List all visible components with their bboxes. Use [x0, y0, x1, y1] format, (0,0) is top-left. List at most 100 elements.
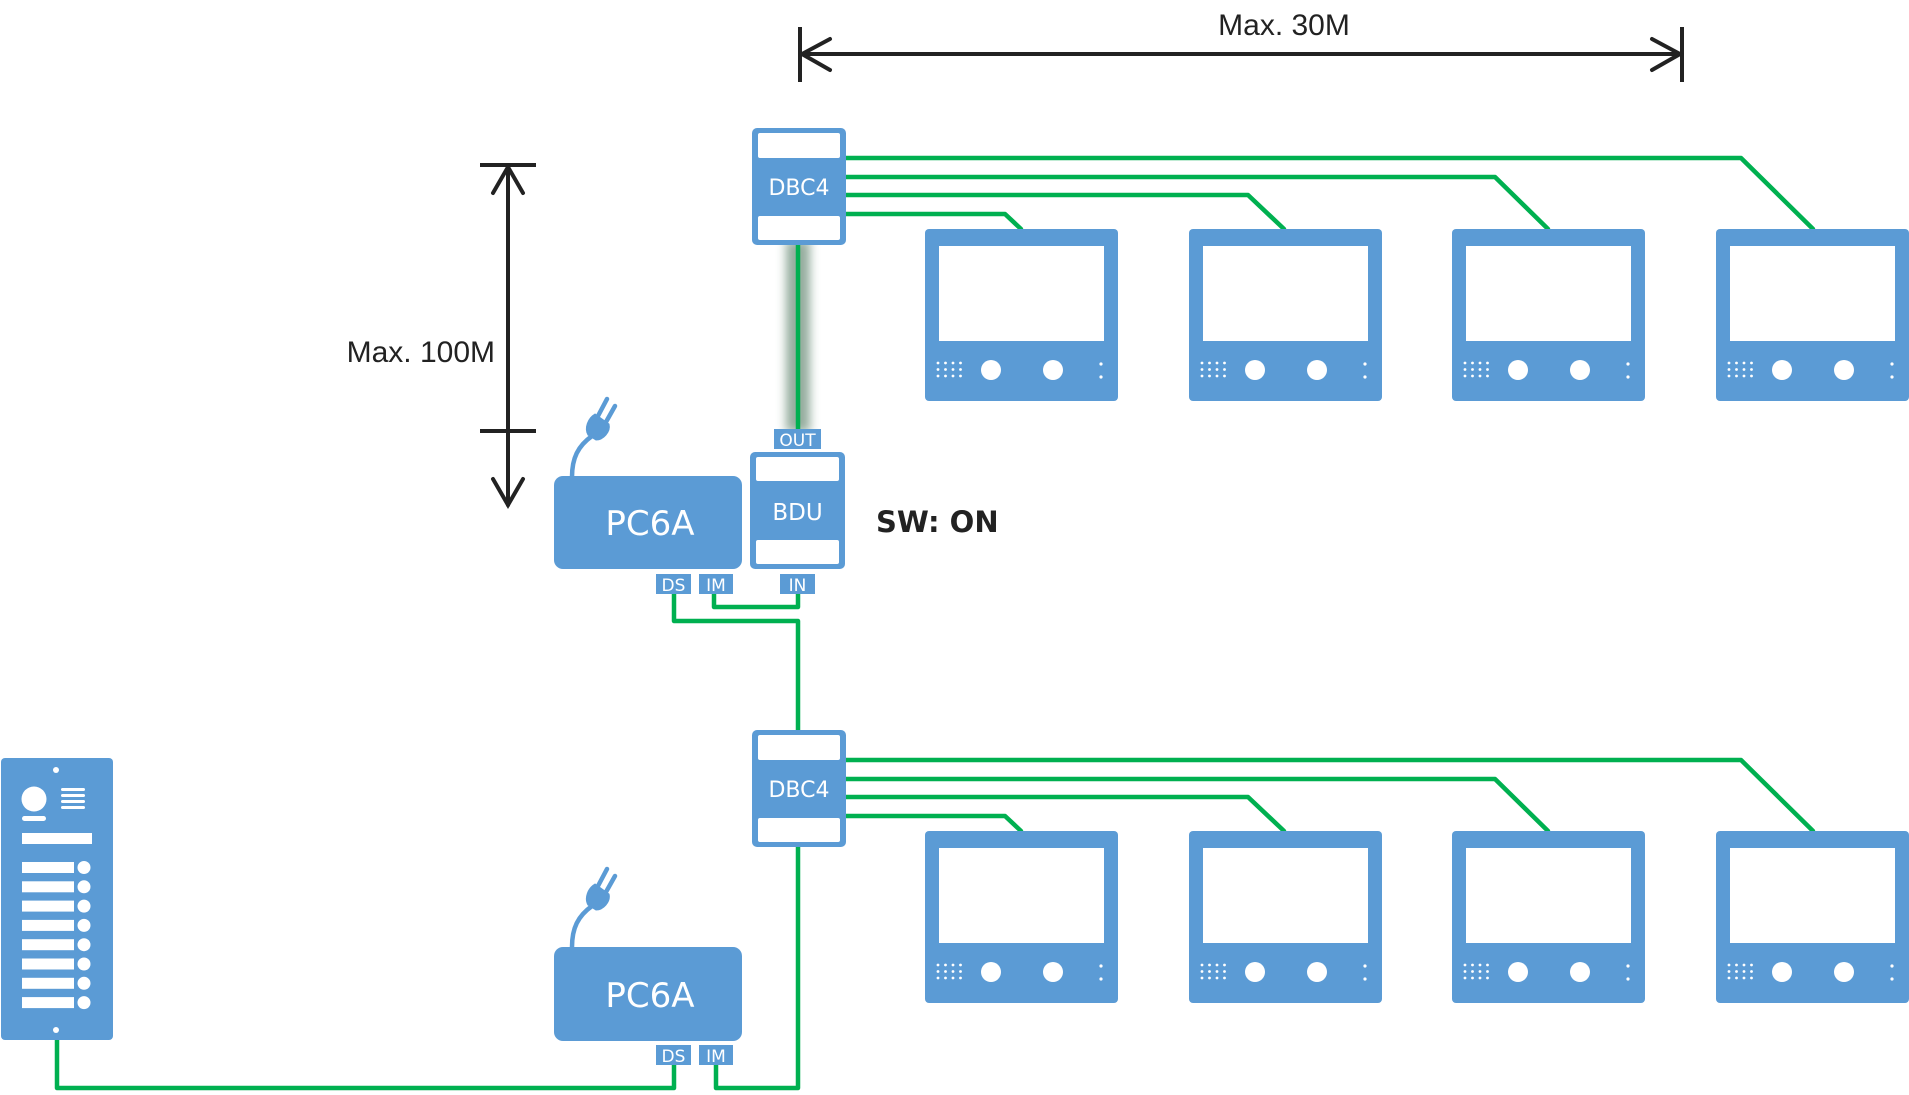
monitor-screen	[939, 246, 1104, 341]
name-button-label	[22, 939, 74, 951]
wire-bottom-monitor-1	[842, 813, 1024, 834]
indicator-dot	[1890, 977, 1894, 981]
bdu-label: BDU	[772, 500, 822, 526]
power-plug-icon	[569, 866, 618, 950]
indoor-monitor-icon[interactable]	[1452, 831, 1645, 1003]
indicator-dot	[1363, 964, 1367, 968]
speaker-dots-icon	[1727, 963, 1753, 980]
monitor-button-left[interactable]	[1772, 962, 1792, 982]
monitor-button-right[interactable]	[1043, 360, 1063, 380]
wires-middle	[54, 592, 801, 1091]
wire-bottom-monitor-2	[842, 794, 1287, 834]
arrowhead-left-icon	[797, 37, 832, 72]
speaker-dots-icon	[1200, 361, 1226, 378]
monitor-button-right[interactable]	[1307, 962, 1327, 982]
monitor-button-left[interactable]	[981, 360, 1001, 380]
indoor-monitor-icon[interactable]	[1189, 831, 1382, 1003]
monitor-screen	[1203, 848, 1368, 943]
monitor-screen	[1466, 848, 1631, 943]
indicator-dot	[1626, 964, 1630, 968]
wire-top-monitor-4	[842, 155, 1816, 232]
call-button[interactable]	[77, 899, 91, 913]
wire-bottom-monitor-3	[842, 776, 1551, 834]
wires-top-row	[842, 155, 1816, 232]
indicator-dot	[1363, 977, 1367, 981]
indicator-dot	[1626, 977, 1630, 981]
monitor-button-right[interactable]	[1834, 360, 1854, 380]
call-button[interactable]	[77, 880, 91, 894]
monitor-button-left[interactable]	[1508, 360, 1528, 380]
monitor-button-left[interactable]	[1772, 360, 1792, 380]
monitor-button-left[interactable]	[1508, 962, 1528, 982]
monitor-screen	[939, 848, 1104, 943]
wire-dbc4-bottom-to-pc6a-bottom-im	[713, 847, 801, 1091]
monitor-button-right[interactable]	[1834, 962, 1854, 982]
name-button-label	[22, 900, 74, 912]
pc6a-top-body	[554, 476, 742, 569]
monitor-button-right[interactable]	[1570, 360, 1590, 380]
wire-top-monitor-2	[842, 192, 1287, 232]
monitor-button-left[interactable]	[981, 962, 1001, 982]
call-button[interactable]	[77, 996, 91, 1010]
pc6a-bottom[interactable]: PC6A DS IM	[554, 866, 742, 1067]
bdu-in-port	[780, 574, 815, 594]
monitor-button-right[interactable]	[1043, 962, 1063, 982]
pc6a-top-ds-label: DS	[662, 576, 686, 596]
monitor-button-right[interactable]	[1570, 962, 1590, 982]
speaker-dots-icon	[1727, 361, 1753, 378]
pc6a-bottom-label: PC6A	[605, 976, 694, 1016]
dbc4-bottom[interactable]: DBC4	[752, 730, 846, 847]
monitor-screen	[1730, 246, 1895, 341]
indoor-monitor-icon[interactable]	[1189, 229, 1382, 401]
indicator-dot	[1099, 375, 1103, 379]
monitor-button-left[interactable]	[1245, 962, 1265, 982]
pc6a-bottom-body	[554, 947, 742, 1041]
name-button-label	[22, 977, 74, 989]
monitor-button-right[interactable]	[1307, 360, 1327, 380]
door-panel-screw-bottom	[53, 1027, 59, 1033]
monitor-screen	[1466, 246, 1631, 341]
pc6a-bottom-ds-port	[656, 1045, 691, 1065]
name-button-label	[22, 919, 74, 931]
indoor-monitor-icon[interactable]	[1452, 229, 1645, 401]
name-button-label	[22, 862, 74, 873]
indicator-dot	[1890, 375, 1894, 379]
dbc4-top-label: DBC4	[768, 176, 829, 201]
speaker-grille-icon	[61, 788, 85, 809]
monitor-screen	[1203, 246, 1368, 341]
dbc4-top-slot-lower	[758, 216, 840, 240]
indoor-monitor-icon[interactable]	[1716, 229, 1909, 401]
pc6a-top[interactable]: PC6A DS IM	[554, 396, 742, 596]
dbc4-bottom-slot-upper	[758, 735, 840, 760]
door-station-icon[interactable]	[1, 758, 113, 1040]
indicator-dot	[1363, 362, 1367, 366]
pc6a-top-im-port	[699, 574, 733, 594]
speaker-dots-icon	[1463, 361, 1489, 378]
indoor-monitor-icon[interactable]	[925, 229, 1118, 401]
wire-top-monitor-3	[842, 174, 1551, 232]
dimension-v-label: Max. 100M	[347, 336, 495, 369]
call-button[interactable]	[77, 938, 91, 952]
wire-door-panel-to-pc6a-bottom-ds	[54, 1040, 677, 1091]
power-plug-icon	[569, 396, 618, 480]
bdu[interactable]: OUT BDU IN	[750, 429, 845, 596]
call-button[interactable]	[77, 957, 91, 971]
pc6a-top-im-label: IM	[706, 576, 726, 596]
pc6a-bottom-im-port	[699, 1045, 733, 1065]
indicator-dot	[1890, 362, 1894, 366]
wire-pc6a-top-ds-to-dbc4-bottom	[671, 592, 801, 731]
indicator-dot	[1626, 375, 1630, 379]
call-button[interactable]	[77, 918, 91, 932]
speaker-dots-icon	[936, 963, 962, 980]
pc6a-top-label: PC6A	[605, 504, 694, 544]
monitor-button-left[interactable]	[1245, 360, 1265, 380]
dbc4-top[interactable]: DBC4	[752, 128, 846, 245]
indoor-monitor-icon[interactable]	[925, 831, 1118, 1003]
indoor-monitor-icon[interactable]	[1716, 831, 1909, 1003]
call-button[interactable]	[77, 976, 91, 990]
wire-bottom-monitor-4	[842, 757, 1816, 834]
speaker-dots-icon	[1200, 963, 1226, 980]
call-button[interactable]	[77, 861, 91, 874]
indicator-dot	[1099, 964, 1103, 968]
